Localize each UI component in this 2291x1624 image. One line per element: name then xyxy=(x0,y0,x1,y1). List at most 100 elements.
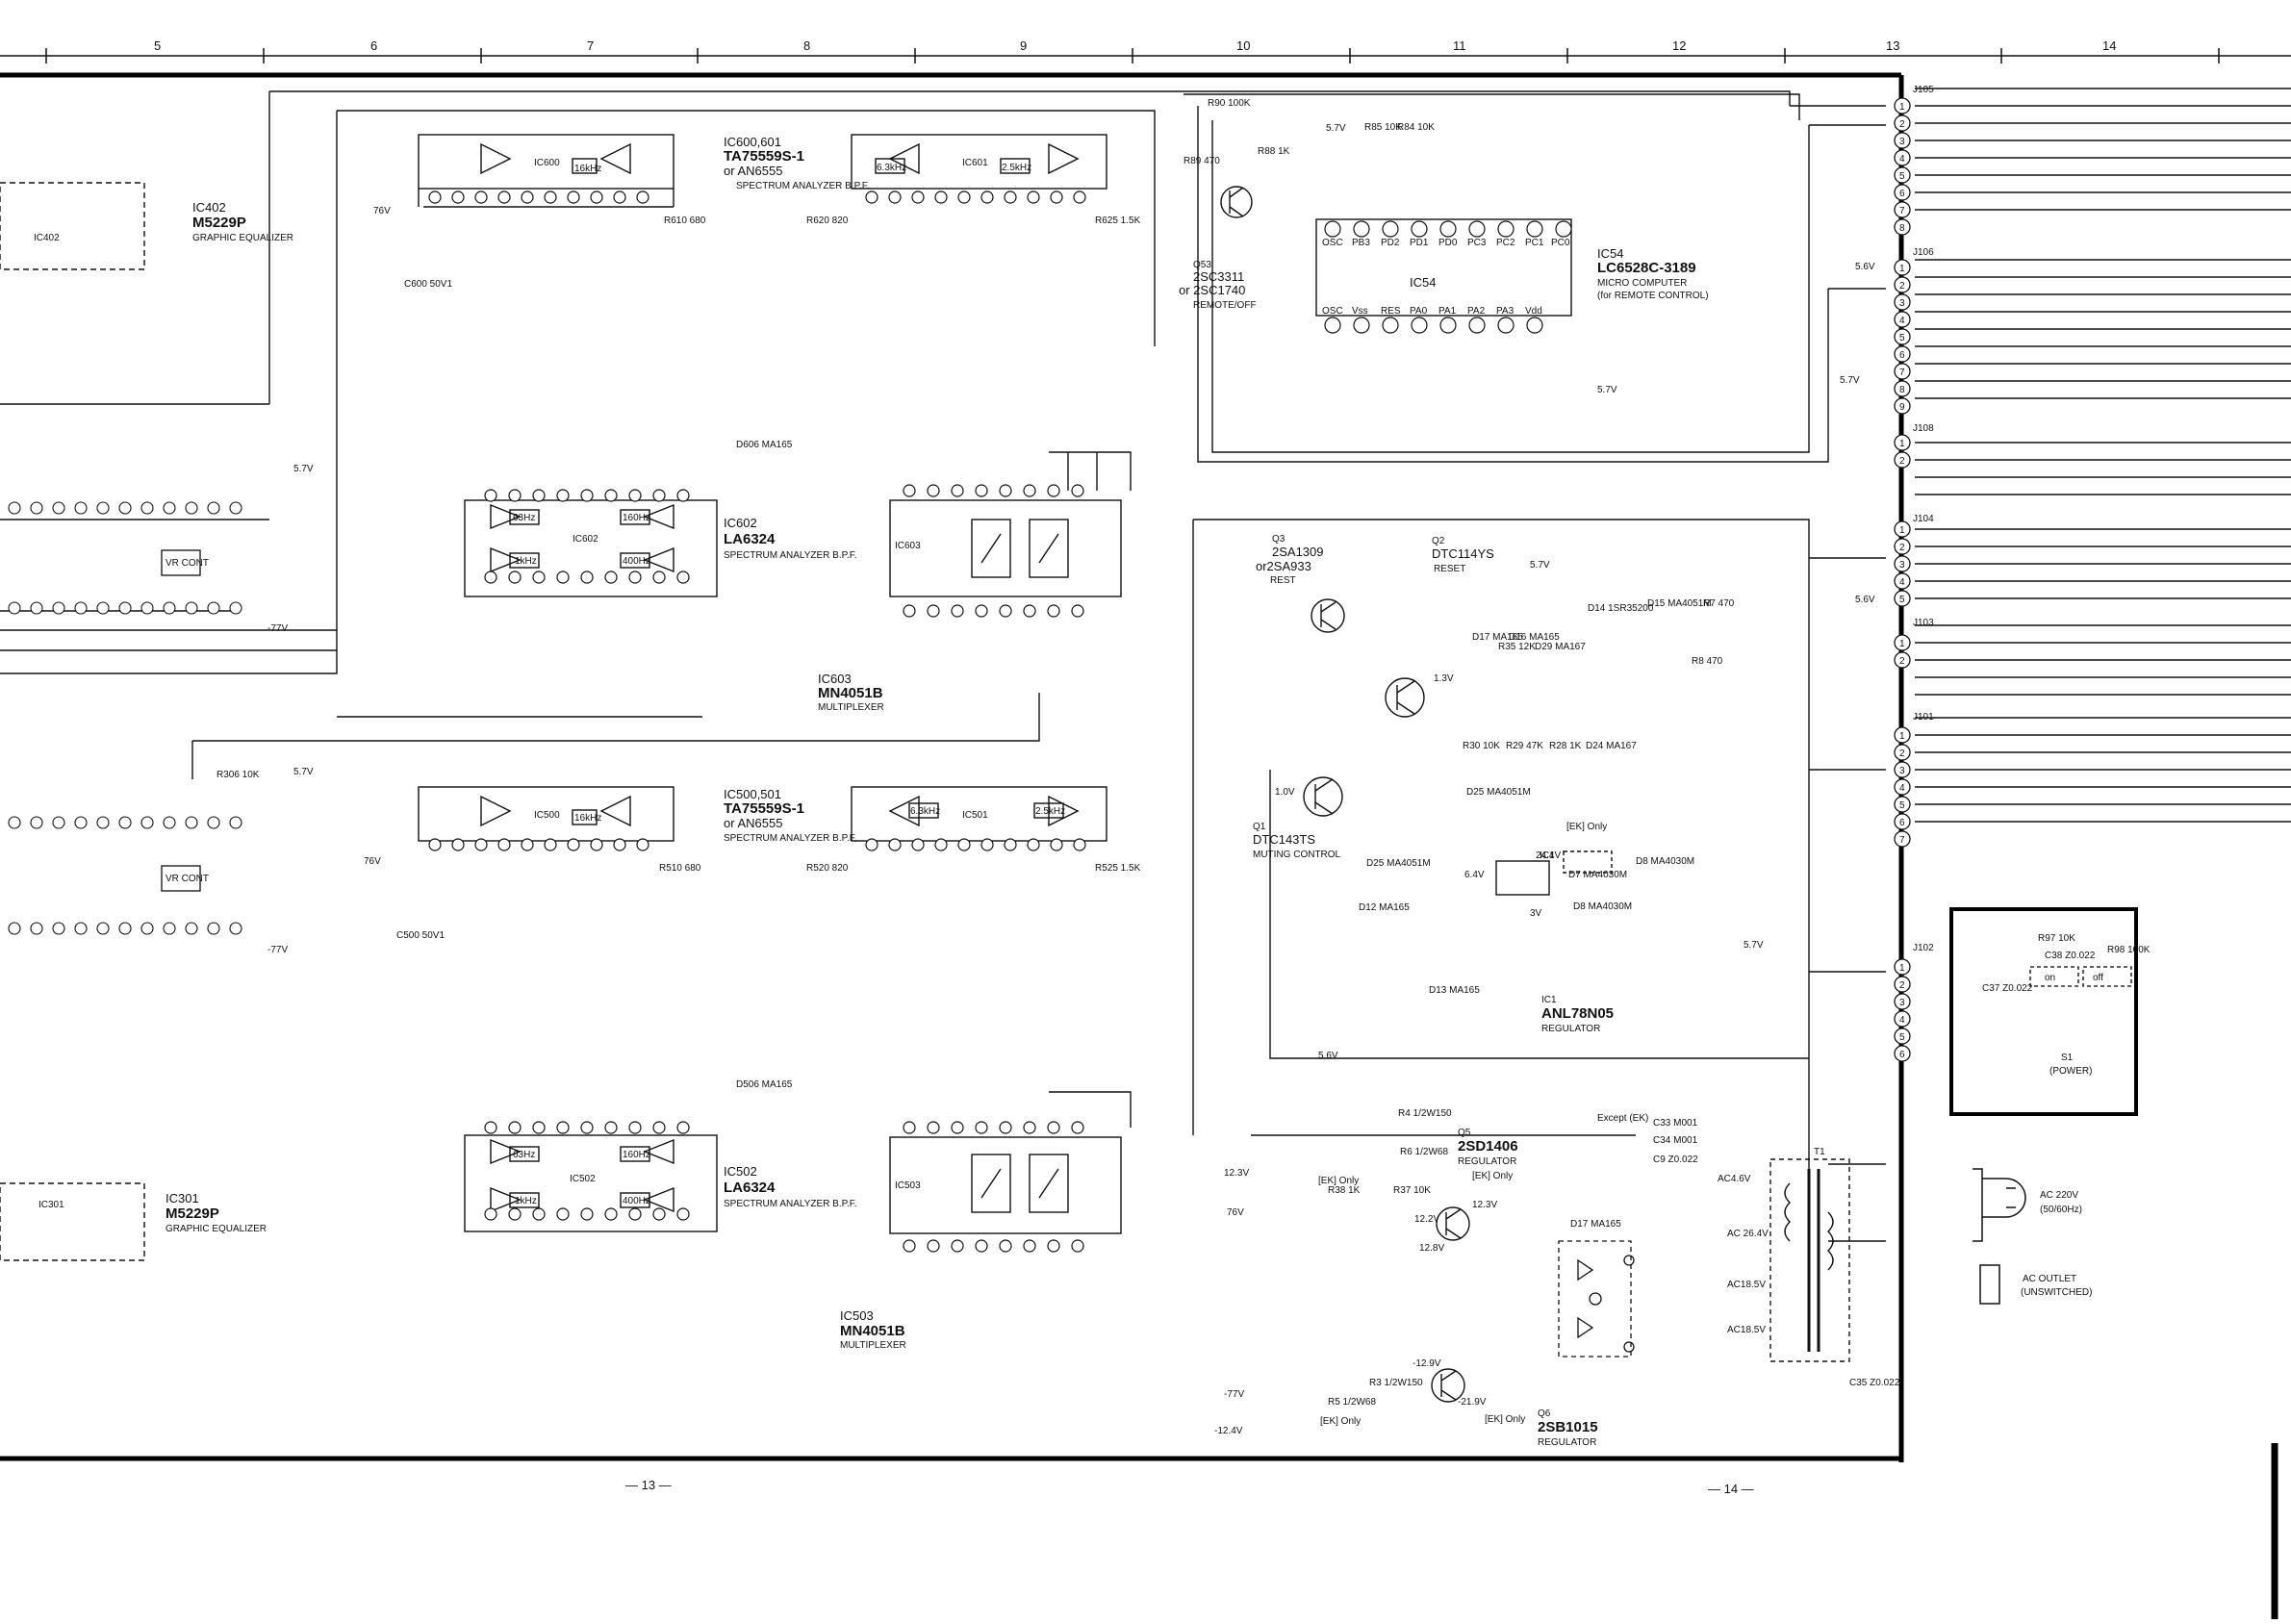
vtag-244: 24.4V xyxy=(1536,850,1561,861)
ic603-pins xyxy=(903,484,1084,618)
vtag-m219: -21.9V xyxy=(1458,1397,1487,1408)
vtag-64: 6.4V xyxy=(1464,870,1485,880)
q5-desc: REGULATOR xyxy=(1458,1156,1516,1167)
ic54-pin-pa0: PA0 xyxy=(1410,306,1428,317)
j101-pin-circle xyxy=(1894,761,1911,778)
ic600-alt: or AN6555 xyxy=(724,164,782,178)
label-r5: R38 1K xyxy=(1328,1185,1361,1196)
ic54-title: IC54 LC6528C-3189 MICRO COMPUTER (for RE… xyxy=(1597,246,1709,301)
ic603-desc: MULTIPLEXER xyxy=(818,702,884,713)
ic54-pin-pd2: PD2 xyxy=(1381,238,1400,248)
j106-pin-number: 4 xyxy=(1899,316,1905,326)
ic602-ref: IC602 xyxy=(724,516,757,530)
j101-pin-number: 2 xyxy=(1899,749,1905,759)
ic502-desc: SPECTRUM ANALYZER B.P.F. xyxy=(724,1199,857,1209)
label-d8: D8 MA4030M xyxy=(1573,901,1632,912)
vtag-57-ic54: 5.7V xyxy=(1326,123,1346,134)
ic54-part: LC6528C-3189 xyxy=(1597,260,1696,276)
j106-pin-number: 1 xyxy=(1899,264,1905,274)
ic500-label: IC500 xyxy=(534,810,560,821)
vtag-76-ic600: 76V xyxy=(373,206,391,216)
ic501-label: IC501 xyxy=(962,810,988,821)
j108-pin-circle xyxy=(1894,434,1911,451)
q3-desc: REST xyxy=(1270,575,1296,586)
ic601-filter-63k: 6.3kHz xyxy=(877,163,906,173)
q1-title: Q1 DTC143TS MUTING CONTROL xyxy=(1253,822,1341,860)
vtag-13: 1.3V xyxy=(1434,673,1454,684)
ic54-bottom-pin-names: OSC Vss RES PA0 PA1 PA2 PA3 Vdd xyxy=(1322,306,1542,317)
label-r306: R306 10K xyxy=(216,770,260,780)
vtag-57-left: 5.7V xyxy=(293,464,314,474)
grid-col-11: 11 xyxy=(1453,38,1466,53)
label-r85: R85 10K xyxy=(1364,122,1402,133)
label-r97: R97 10K xyxy=(2038,933,2075,944)
connector-j104: J104 xyxy=(1913,514,1934,524)
j105-pin-circle xyxy=(1894,201,1911,218)
ic503-block xyxy=(889,1091,1132,1234)
ic502-filter-63hz: 63Hz xyxy=(513,1150,535,1160)
ic502-part: LA6324 xyxy=(724,1180,776,1196)
label-ek-only-r6: [EK] Only xyxy=(1320,1416,1361,1427)
label-d29: D29 MA167 xyxy=(1535,642,1586,652)
ic503-label: IC503 xyxy=(895,1180,921,1191)
label-d14: D14 1SR35200 xyxy=(1588,603,1654,614)
j101-pin-circle xyxy=(1894,744,1911,761)
ic54-pin-osc-bottom: OSC xyxy=(1322,306,1343,317)
label-r610: R610 680 xyxy=(664,216,706,226)
ic503-title: IC503 MN4051B MULTIPLEXER xyxy=(840,1308,906,1351)
j101-pin-circle xyxy=(1894,726,1911,744)
j102-pin-circle xyxy=(1894,1010,1911,1028)
vtag-57-reset: 5.7V xyxy=(1530,560,1550,571)
ic500-desc: SPECTRUM ANALYZER B.P.F. xyxy=(724,833,857,844)
j101-pin-number: 6 xyxy=(1899,818,1905,828)
ic301-ref: IC301 xyxy=(165,1191,199,1205)
left-pin-chains xyxy=(8,501,242,935)
label-d606: D606 MA165 xyxy=(736,440,793,450)
switch-off-label: off xyxy=(2093,973,2103,983)
j101-pin-circle xyxy=(1894,830,1911,848)
j106-pin-circle xyxy=(1894,293,1911,311)
label-r520: R520 820 xyxy=(806,863,849,874)
vtag-123: 12.3V xyxy=(1224,1168,1249,1179)
grid-col-5: 5 xyxy=(154,38,161,53)
ic1-part: ANL78N05 xyxy=(1541,1005,1614,1022)
label-d17: D17 MA165 xyxy=(1472,632,1523,643)
ic501-block xyxy=(851,786,1107,842)
vtag-57-j106: 5.7V xyxy=(1840,375,1860,386)
ic500-title: IC500,501 TA75559S-1 or AN6555 SPECTRUM … xyxy=(724,787,857,844)
j106-pin-circle xyxy=(1894,259,1911,276)
ic502-title: IC502 LA6324 SPECTRUM ANALYZER B.P.F. xyxy=(724,1164,857,1209)
ic54-pin-pc1: PC1 xyxy=(1525,238,1544,248)
j105-pin-circle xyxy=(1894,184,1911,201)
label-r8: R8 470 xyxy=(1692,656,1723,667)
j102-pin-number: 1 xyxy=(1899,963,1905,974)
j104-pin-number: 5 xyxy=(1899,595,1905,605)
ic54-label: IC54 xyxy=(1410,275,1436,290)
label-r510: R510 680 xyxy=(659,863,701,874)
j106-pin-number: 7 xyxy=(1899,368,1905,378)
label-d15: D15 MA4051M xyxy=(1647,598,1712,609)
grid-col-13: 13 xyxy=(1886,38,1899,53)
q1-part: DTC143TS xyxy=(1253,832,1315,847)
power-switch-box xyxy=(1949,907,2138,1116)
j106-pin-circle xyxy=(1894,345,1911,363)
q6-part: 2SB1015 xyxy=(1538,1419,1598,1435)
q2-ref: Q2 xyxy=(1432,536,1445,546)
label-r37: R4 1/2W150 xyxy=(1398,1108,1452,1119)
connector-j101: J101 xyxy=(1913,712,1934,723)
label-r3: R37 10K xyxy=(1393,1185,1431,1196)
label-r38: R6 1/2W68 xyxy=(1400,1147,1448,1157)
grid-col-12: 12 xyxy=(1672,38,1686,53)
grid-col-8: 8 xyxy=(803,38,810,53)
q53-desc: REMOTE/OFF xyxy=(1193,300,1257,311)
ic1-symbol xyxy=(1495,850,1613,896)
ic603-part: MN4051B xyxy=(818,685,883,701)
page-number-14: — 14 — xyxy=(1708,1482,1754,1496)
label-d506: D506 MA165 xyxy=(736,1079,793,1090)
q1-desc: MUTING CONTROL xyxy=(1253,850,1341,860)
j106-pin-number: 9 xyxy=(1899,402,1905,413)
ic54-pin-res: RES xyxy=(1381,306,1401,317)
label-r29: R29 47K xyxy=(1506,741,1543,751)
ic301-block xyxy=(0,1182,145,1261)
j106-pin-circle xyxy=(1894,311,1911,328)
